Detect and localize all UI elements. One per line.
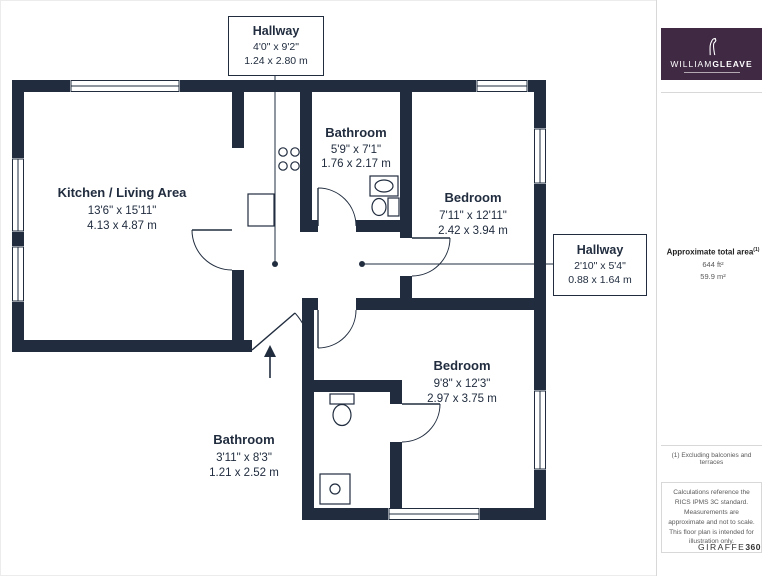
svg-text:Bathroom: Bathroom bbox=[325, 125, 386, 140]
window-top-bedroom bbox=[476, 79, 528, 93]
svg-text:2.42 x 3.94 m: 2.42 x 3.94 m bbox=[438, 225, 508, 237]
window-bottom bbox=[388, 507, 480, 521]
sidebar-divider bbox=[661, 92, 762, 93]
total-area-imperial: 644 ft² bbox=[702, 260, 724, 270]
toilet-top-icon bbox=[371, 197, 400, 217]
svg-text:Kitchen / Living Area: Kitchen / Living Area bbox=[58, 185, 188, 200]
hallway-unit-icon bbox=[247, 193, 275, 227]
total-area-metric: 59.9 m² bbox=[700, 272, 726, 282]
svg-text:Bedroom: Bedroom bbox=[444, 190, 501, 205]
callout-room-name: Hallway bbox=[576, 243, 624, 258]
floor-plan: Kitchen / Living Area 13'6" x 15'11" 4.1… bbox=[11, 16, 647, 521]
window-left-2 bbox=[11, 246, 25, 302]
interior-walls bbox=[232, 86, 534, 508]
shower-bottom-icon bbox=[319, 473, 351, 505]
stove-icon bbox=[278, 147, 300, 171]
disclaimer-box: Calculations reference the RICS IPMS 3C … bbox=[661, 482, 762, 554]
callout-room-imperial: 4'0" x 9'2" bbox=[253, 41, 299, 54]
outer-walls bbox=[12, 80, 546, 520]
entry-arrow-icon bbox=[264, 345, 276, 378]
svg-text:5'9" x 7'1": 5'9" x 7'1" bbox=[331, 144, 381, 156]
leader-hallway-right bbox=[359, 261, 553, 267]
room-label-bathroom-bottom: Bathroom 3'11" x 8'3" 1.21 x 2.52 m bbox=[209, 432, 279, 479]
svg-text:1.21 x 2.52 m: 1.21 x 2.52 m bbox=[209, 467, 279, 479]
callout-room-metric: 0.88 x 1.64 m bbox=[568, 274, 632, 287]
sidebar-divider bbox=[661, 445, 762, 446]
window-left-1 bbox=[11, 158, 25, 232]
sink-top-icon bbox=[369, 175, 399, 197]
window-right-2 bbox=[533, 390, 547, 470]
area-footnote: (1) Excluding balconies and terraces bbox=[671, 452, 752, 466]
floor-plan-svg: Kitchen / Living Area 13'6" x 15'11" 4.1… bbox=[11, 74, 553, 521]
footnote-marker: (1) bbox=[753, 247, 760, 253]
svg-text:Bathroom: Bathroom bbox=[213, 432, 274, 447]
svg-text:4.13 x 4.87 m: 4.13 x 4.87 m bbox=[87, 220, 157, 232]
williamgleave-logo: WILLIAMGLEAVE bbox=[661, 28, 762, 80]
door-entry bbox=[251, 312, 311, 378]
svg-text:13'6" x 15'11": 13'6" x 15'11" bbox=[88, 205, 157, 217]
leader-hallway-top bbox=[272, 74, 278, 267]
giraffe-logo-icon bbox=[708, 37, 716, 55]
callout-room-metric: 1.24 x 2.80 m bbox=[244, 55, 308, 68]
giraffe360-brand: GIRAFFE360 bbox=[697, 542, 761, 552]
door-bathroom-bottom bbox=[401, 403, 441, 443]
callout-hallway-top: Hallway 4'0" x 9'2" 1.24 x 2.80 m bbox=[228, 16, 324, 76]
toilet-bottom-icon bbox=[329, 393, 355, 427]
door-bedroom-top bbox=[411, 237, 451, 277]
door-bathroom-top bbox=[317, 187, 357, 227]
callout-hallway-right: Hallway 2'10" x 5'4" 0.88 x 1.64 m bbox=[553, 234, 647, 296]
window-top-kitchen bbox=[70, 79, 180, 93]
room-label-bedroom-top: Bedroom 7'11" x 12'11" 2.42 x 3.94 m bbox=[438, 190, 508, 237]
door-bedroom-bottom bbox=[317, 309, 357, 349]
room-label-bathroom-top: Bathroom 5'9" x 7'1" 1.76 x 2.17 m bbox=[321, 125, 391, 170]
logo-wordmark: WILLIAMGLEAVE bbox=[670, 58, 753, 69]
svg-text:2.97 x 3.75 m: 2.97 x 3.75 m bbox=[427, 393, 497, 405]
room-label-bedroom-bottom: Bedroom 9'8" x 12'3" 2.97 x 3.75 m bbox=[427, 358, 497, 405]
room-label-kitchen-living: Kitchen / Living Area 13'6" x 15'11" 4.1… bbox=[58, 185, 188, 232]
svg-text:9'8" x 12'3": 9'8" x 12'3" bbox=[434, 378, 491, 390]
total-area-title: Approximate total area(1) bbox=[666, 247, 760, 257]
info-sidebar: WILLIAMGLEAVE Approximate total area(1) … bbox=[656, 0, 768, 576]
svg-text:Bedroom: Bedroom bbox=[433, 358, 490, 373]
callout-room-name: Hallway bbox=[252, 24, 300, 39]
svg-text:3'11" x 8'3": 3'11" x 8'3" bbox=[216, 452, 272, 464]
callout-room-imperial: 2'10" x 5'4" bbox=[574, 260, 626, 273]
total-area-block: Approximate total area(1) 644 ft² 59.9 m… bbox=[657, 246, 768, 283]
window-right-1 bbox=[533, 128, 547, 184]
svg-text:7'11" x 12'11": 7'11" x 12'11" bbox=[439, 210, 507, 222]
svg-text:1.76 x 2.17 m: 1.76 x 2.17 m bbox=[321, 158, 391, 170]
door-kitchen bbox=[191, 229, 233, 271]
logo-divider bbox=[683, 71, 740, 73]
